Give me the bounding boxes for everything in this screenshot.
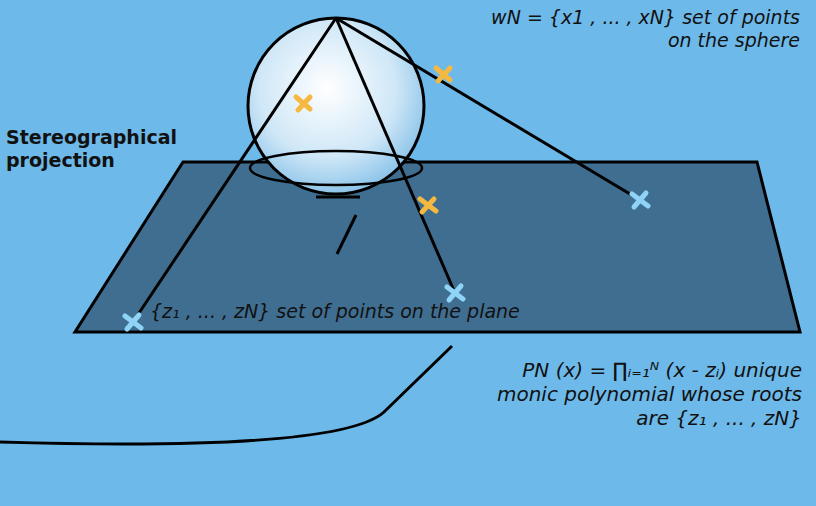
sphere-points xyxy=(296,68,450,212)
projection-lines xyxy=(133,18,640,322)
plane-label: {z₁ , ... , zN} set of points on the pla… xyxy=(150,300,670,323)
stand xyxy=(316,196,360,199)
equator xyxy=(250,168,422,185)
title-label: Stereographical projection xyxy=(6,126,176,172)
sphere-label: wN = {x1 , ... , xN} set of points on th… xyxy=(470,6,800,52)
polynomial-label: PN (x) = ∏ᵢ₌₁ᴺ (x - zᵢ) unique monic pol… xyxy=(462,358,802,430)
axis xyxy=(337,215,356,254)
leader-line xyxy=(0,346,452,444)
sphere xyxy=(248,18,424,194)
